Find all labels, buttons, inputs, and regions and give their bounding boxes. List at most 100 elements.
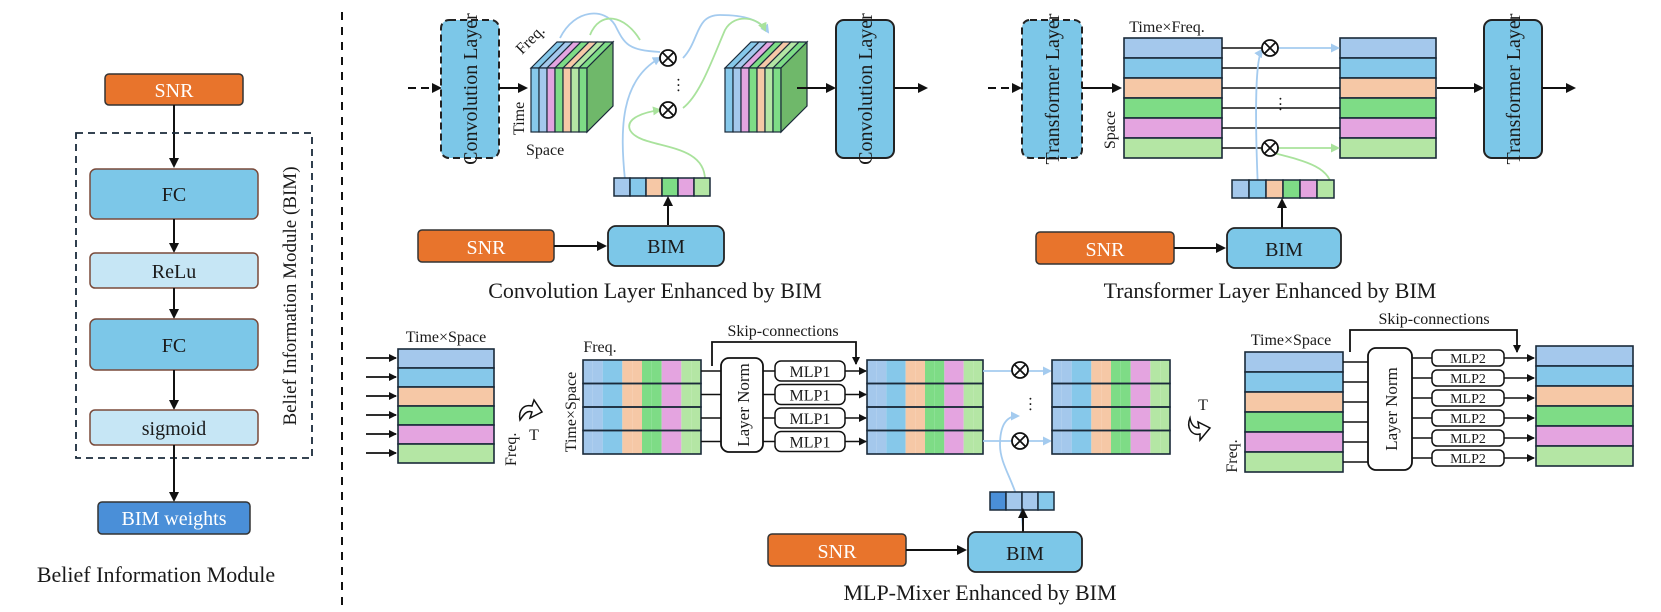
mlp-time-space-label: Time×Space <box>406 329 486 346</box>
mlp2-label: MLP2 <box>1450 452 1486 467</box>
stack-row <box>397 386 495 407</box>
mlp1-box <box>774 383 846 406</box>
stack-row <box>1244 451 1344 473</box>
stack-row <box>1244 391 1344 413</box>
mlp1-label: MLP1 <box>790 411 831 428</box>
conv-multiply-bottom <box>659 101 677 119</box>
stack-row <box>1244 411 1344 433</box>
conv-space-label: Space <box>526 142 564 159</box>
mlp2-box <box>1431 389 1505 407</box>
mlp-freq-left-label: Freq. <box>503 433 520 466</box>
stack-row <box>1123 117 1223 139</box>
mlp2-box <box>1431 409 1505 427</box>
mlp-transpose-2: T <box>1198 397 1208 414</box>
mlp1-label: MLP1 <box>790 388 831 405</box>
mlp-connectors-1 <box>701 367 867 446</box>
weight-cell <box>1037 491 1055 511</box>
conv-dots: ··· <box>669 77 686 93</box>
mlp1-box <box>774 360 846 382</box>
stack-row <box>1339 97 1437 119</box>
mlp2-label: MLP2 <box>1450 352 1486 367</box>
conv-input-tensor <box>529 40 615 134</box>
stack-row <box>1123 77 1223 99</box>
conv-snr-label: SNR <box>467 237 507 259</box>
mlp-mixed-stack <box>866 359 984 455</box>
stack-row <box>397 424 495 445</box>
stack-row <box>1535 445 1634 467</box>
bim-module-panel: SNR FC ReLu FC sigmoid Belief Informatio… <box>37 73 313 587</box>
tensor-side <box>780 40 808 134</box>
trans-input-stack <box>1123 37 1223 159</box>
mlp1-box <box>774 430 846 453</box>
bim-weights-label: BIM weights <box>122 508 227 530</box>
tensor-slice <box>562 67 572 133</box>
mlp-connectors-2 <box>983 366 1052 446</box>
mlp-time-space-side: Time×Space <box>563 372 580 452</box>
tensor-side <box>586 40 614 134</box>
fc-label-2: FC <box>162 335 186 357</box>
trans-row-connectors <box>1222 43 1340 153</box>
stack-row <box>397 367 495 388</box>
trans-multiply-bottom <box>1261 139 1279 157</box>
trans-bim-weights-bar <box>1231 179 1335 199</box>
stack-row <box>1535 385 1634 407</box>
stack-row <box>1535 405 1634 427</box>
weight-cell <box>989 491 1007 511</box>
bim-weights-box <box>97 501 251 535</box>
stack-row <box>1123 97 1223 119</box>
mlp2-box <box>1431 369 1505 387</box>
conv-bim-weights-bar <box>613 177 711 197</box>
mlp2-label: MLP2 <box>1450 372 1486 387</box>
mlp1-box <box>774 407 846 429</box>
bim-dashed-border <box>75 132 313 459</box>
transformer-panel: Transformer Layer Time×Freq. Space ··· T… <box>988 13 1576 303</box>
tensor-slice <box>554 67 564 133</box>
mlp2-box <box>1431 429 1505 447</box>
stack-row <box>1244 351 1344 373</box>
trans-time-freq-label: Time×Freq. <box>1129 19 1205 36</box>
trans-layer-out-label: Transformer Layer <box>1503 13 1525 164</box>
weight-cell <box>1248 179 1267 199</box>
conv-time-label: Time <box>511 102 528 135</box>
mlp-input-arrows <box>366 354 397 457</box>
mlp1-label: MLP1 <box>790 364 831 381</box>
mlp-caption: MLP-Mixer Enhanced by BIM <box>843 580 1116 605</box>
stack-row <box>1123 137 1223 159</box>
tensor-slice <box>538 67 548 133</box>
mlp-final-stack <box>1535 345 1634 467</box>
trans-bim-label: BIM <box>1265 239 1303 261</box>
mlp-freq-side: Freq. <box>1224 439 1241 472</box>
conv-layer-out-label: Convolution Layer <box>855 13 877 165</box>
mlp-bim-box <box>967 531 1083 573</box>
mlp-layer-norm-1 <box>720 357 764 453</box>
transpose-arrow-1 <box>518 398 544 422</box>
mlp-transpose-1: T <box>529 427 539 444</box>
conv-bim-box <box>607 225 725 267</box>
mlp2-label: MLP2 <box>1450 412 1486 427</box>
tensor-slice <box>724 67 734 133</box>
relu-label: ReLu <box>152 261 196 283</box>
mlp2-label: MLP2 <box>1450 432 1486 447</box>
weight-cell <box>613 177 631 197</box>
mlp-layer-norm-1-label: Layer Norm <box>734 363 753 447</box>
weight-cell <box>1299 179 1318 199</box>
weight-cell <box>1282 179 1301 199</box>
bim-vertical-label: Belief Information Module (BIM) <box>280 166 301 425</box>
stack-cell-row <box>866 429 984 455</box>
tensor-slice <box>764 67 774 133</box>
mlp-time-space-2: Time×Space <box>1251 332 1331 349</box>
mlp-second-stack <box>1244 351 1344 473</box>
mlp-dots: ··· <box>1021 396 1038 412</box>
trans-layer-in <box>1021 19 1083 159</box>
conv-bim-label: BIM <box>647 236 685 258</box>
stack-row <box>1244 371 1344 393</box>
mlp2-box <box>1431 349 1505 367</box>
mlp-skip2-label: Skip-connections <box>1378 311 1489 328</box>
conv-output-tensor <box>723 40 809 134</box>
tensor-slice <box>772 67 782 133</box>
mlp-input-stack <box>397 348 495 464</box>
weight-cell <box>1316 179 1335 199</box>
tensor-slice <box>530 67 540 133</box>
